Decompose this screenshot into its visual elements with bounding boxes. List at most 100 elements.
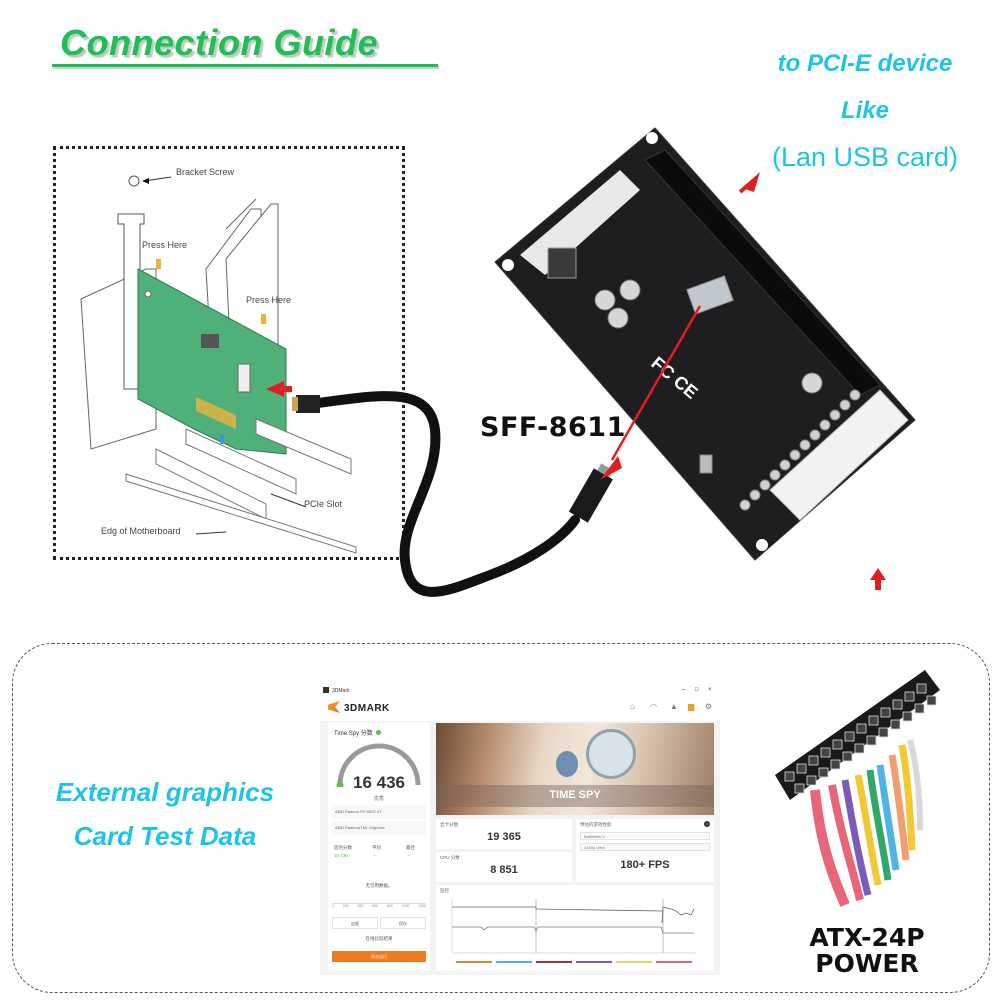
results-icon[interactable]: ▆ (688, 702, 695, 711)
arrow-icon (266, 381, 292, 397)
maximize-button[interactable]: □ (695, 687, 699, 693)
legend-swatch (456, 961, 492, 963)
axis-tick: 0 (332, 904, 334, 908)
pcie-device-callout: to PCI-E device Like (Lan USB card) (735, 40, 995, 181)
stat-your-score-value: 16 436 (334, 853, 348, 858)
monitoring-chart (451, 899, 696, 963)
monitor-label: 监控 (440, 888, 449, 893)
window-title: 3DMark (332, 688, 350, 694)
benchmark-icon[interactable]: ◠ (650, 702, 657, 711)
press-tab-icon (261, 314, 266, 324)
screw-icon (128, 175, 140, 187)
axis-tick: 200 (342, 904, 349, 908)
label-pcie-slot: PCIe Slot (304, 499, 343, 509)
game-performance-card: 预估的游戏性能 i Battlefield V 1440p Ultra 180+… (576, 819, 714, 882)
hero-title: TIME SPY (549, 789, 601, 801)
legend-swatch (656, 961, 692, 963)
settings-icon[interactable]: ⚙ (705, 702, 713, 711)
score-rating: 优秀 (373, 796, 384, 802)
gpu-row-2: AMD Radeon(TM) Graphics (332, 821, 426, 835)
run-again-button[interactable]: 再次运行 (332, 951, 426, 962)
pcie-line-2: Like (840, 97, 890, 124)
cpu-score-card: CPU 分数 8 851 (436, 852, 572, 882)
graphics-score-value: 19 365 (487, 831, 521, 843)
score-title-text: Time Spy 分数 (334, 731, 373, 737)
pcb-adapter-board: FC CE (494, 127, 916, 561)
axis-tick: 800 (386, 904, 393, 908)
atx-24p-connector-illustration (775, 670, 940, 907)
arrow-icon (600, 456, 622, 480)
atx-line-1: ATX-24P (809, 923, 925, 952)
adapter-illustration: FC CE (292, 127, 916, 597)
app-icon (323, 687, 329, 693)
estimated-fps: 180+ FPS (620, 859, 670, 871)
histogram-axis: 0 200 400 600 800 1000 1200 (332, 903, 426, 912)
insert-arrow-icon (220, 434, 224, 444)
sff-connector-left (296, 395, 320, 413)
press-tab-icon (156, 259, 161, 269)
cpu-score-value: 8 851 (490, 864, 518, 876)
atx-line-2: POWER (815, 949, 919, 978)
magnifier-graphic (586, 729, 636, 779)
score-gauge (336, 743, 421, 787)
check-icon (376, 730, 382, 735)
connection-line (610, 305, 702, 461)
cpu-score-label: CPU 分数 (440, 855, 460, 860)
load-button[interactable]: 加载 (332, 917, 378, 929)
axis-tick: 600 (372, 904, 379, 908)
axis-tick: 1200 (418, 904, 426, 908)
legend-swatch (536, 961, 572, 963)
gpu-row-1: AMD Radeon RX 6800 XT (332, 805, 426, 819)
window-titlebar: 3DMark – □ × (320, 685, 720, 697)
external-graphics-callout: External graphics Card Test Data (20, 770, 310, 858)
stat-your-score-label: 您的分数 (334, 845, 352, 850)
legend-swatch (616, 961, 652, 963)
arrow-up-icon (870, 568, 886, 580)
robot-graphic (556, 751, 578, 777)
time-spy-hero-image: TIME SPY (436, 723, 714, 815)
resolution-select[interactable]: 1440p Ultra (580, 843, 710, 851)
save-button[interactable]: 保存 (380, 917, 426, 929)
axis-tick: 400 (357, 904, 364, 908)
gpu-clock-series (452, 906, 695, 924)
installation-diagram: Bracket Screw Press Here Press Here PCIe… (53, 146, 405, 560)
score-value: 16 436 (353, 773, 405, 792)
stat-best-value: - (408, 853, 410, 858)
legend-swatch (576, 961, 612, 963)
stress-icon[interactable]: ▲ (670, 702, 678, 711)
score-title: Time Spy 分数 (334, 728, 382, 737)
axis-tick: 1000 (401, 904, 410, 908)
score-panel: Time Spy 分数 16 436 优秀 AMD Radeon RX 6800… (328, 723, 430, 971)
label-edge-of-motherboard: Edg of Motherboard (101, 526, 181, 536)
test-data-panel (12, 643, 990, 993)
minimize-button[interactable]: – (682, 687, 686, 693)
stat-average-label: 平均 (372, 845, 381, 850)
pcie-install-illustration (80, 175, 357, 554)
game-perf-label: 预估的游戏性能 (580, 822, 612, 827)
label-bracket-screw: Bracket Screw (176, 167, 235, 177)
no-data-text: 无可用数据。 (365, 883, 393, 888)
legend-swatch (496, 961, 532, 963)
hero-banner (436, 785, 714, 807)
stat-best-label: 最佳 (406, 845, 415, 850)
ext-line-1: External graphics (55, 777, 275, 807)
label-press-here-1: Press Here (142, 240, 188, 250)
3dmark-logo-icon (328, 701, 340, 713)
label-press-here-2: Press Here (246, 295, 292, 305)
app-header: 3DMARK ⌂ ◠ ▲ ▆ ⚙ (320, 697, 720, 721)
game-select[interactable]: Battlefield V (580, 832, 710, 840)
wire-bundle (810, 739, 923, 907)
atx-power-label: ATX-24P POWER (792, 925, 942, 977)
ext-line-2: Card Test Data (73, 821, 257, 851)
sff-cable (313, 391, 580, 597)
3dmark-window: 3DMark – □ × 3DMARK ⌂ ◠ ▲ ▆ ⚙ Time Spy 分… (320, 685, 720, 975)
connector-pins (784, 683, 937, 794)
chart-legend (456, 961, 692, 963)
home-icon[interactable]: ⌂ (630, 702, 635, 711)
title-underline (52, 64, 438, 67)
compare-online-link[interactable]: 在线比较结果 (365, 936, 393, 941)
stat-average-value: - (374, 853, 376, 858)
close-button[interactable]: × (708, 687, 712, 693)
info-icon[interactable]: i (704, 821, 710, 827)
cpu-clock-series (452, 926, 694, 934)
